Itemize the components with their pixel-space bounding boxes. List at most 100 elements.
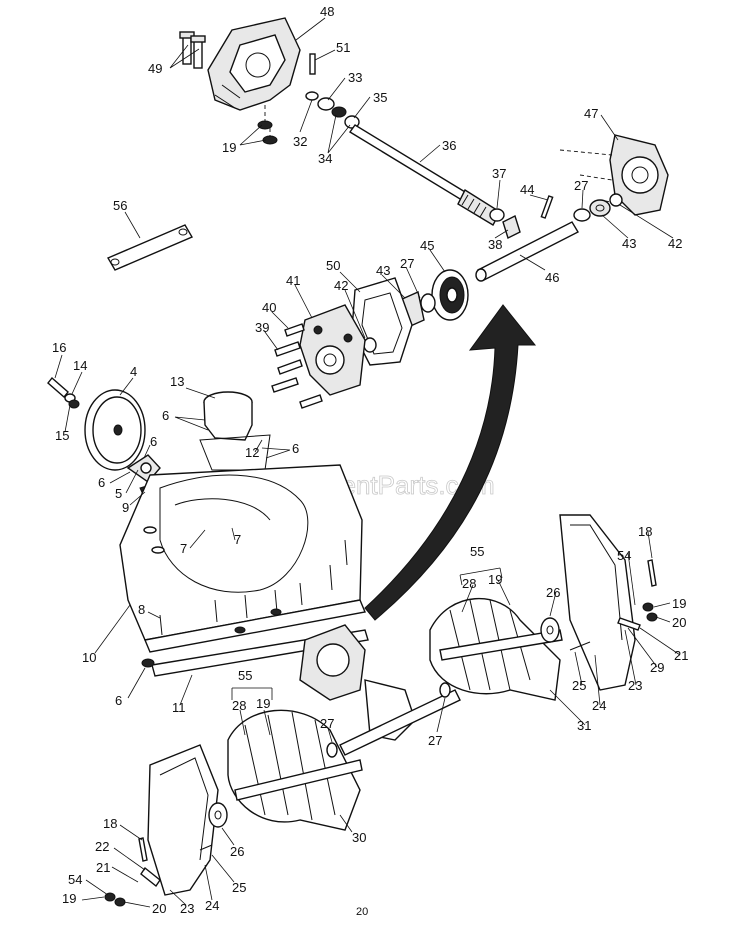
- callout-24-right: 24: [592, 698, 606, 713]
- callout-6-left: 6: [98, 475, 105, 490]
- callout-31: 31: [577, 718, 591, 733]
- callout-18-left: 18: [103, 816, 117, 831]
- axle-46: [475, 195, 579, 282]
- bolt-16-washers: [47, 376, 80, 409]
- gear-housing-41: [299, 304, 366, 396]
- callout-12: 12: [245, 445, 259, 460]
- page-number: 20: [356, 906, 368, 918]
- callout-14: 14: [73, 358, 87, 373]
- callout-27-top: 27: [574, 178, 588, 193]
- gear-housing-cover: [207, 17, 301, 111]
- callout-42-top: 42: [668, 236, 682, 251]
- callout-40: 40: [262, 300, 276, 315]
- callout-32: 32: [293, 134, 307, 149]
- callout-27-mid: 27: [400, 256, 414, 271]
- callout-25-left: 25: [232, 880, 246, 895]
- bearing-26-left: [208, 802, 228, 828]
- pin-51: [309, 53, 316, 75]
- callout-49: 49: [148, 61, 162, 76]
- callout-16: 16: [52, 340, 66, 355]
- shaft-seals: [305, 91, 360, 129]
- callout-48: 48: [320, 4, 334, 19]
- callout-21-right: 21: [674, 648, 688, 663]
- callout-13: 13: [170, 374, 184, 389]
- callout-19-left: 19: [256, 696, 270, 711]
- callout-44: 44: [520, 182, 534, 197]
- callout-5: 5: [115, 486, 122, 501]
- callout-8: 8: [138, 602, 145, 617]
- callout-19-top: 19: [222, 140, 236, 155]
- callout-45: 45: [420, 238, 434, 253]
- leader-lines: [54, 17, 681, 908]
- callout-26-left: 26: [230, 844, 244, 859]
- callout-23-right: 23: [628, 678, 642, 693]
- assembly-arrow: [364, 304, 537, 621]
- callout-9: 9: [122, 500, 129, 515]
- callout-22: 22: [95, 839, 109, 854]
- bolts-39-40: [271, 323, 323, 409]
- callout-15: 15: [55, 428, 69, 443]
- callout-55-right: 55: [470, 544, 484, 559]
- callout-28-right: 28: [462, 576, 476, 591]
- worm-gear-45: [431, 269, 469, 321]
- callout-33: 33: [348, 70, 362, 85]
- callout-21-left: 21: [96, 860, 110, 875]
- callout-27-center: 27: [428, 733, 442, 748]
- callout-4: 4: [130, 364, 137, 379]
- callout-11: 11: [172, 700, 186, 715]
- callout-7-left: 7: [180, 541, 187, 556]
- callout-46: 46: [545, 270, 559, 285]
- callout-34: 34: [318, 151, 332, 166]
- callout-26-right: 26: [546, 585, 560, 600]
- callout-56: 56: [113, 198, 127, 213]
- callout-42-mid: 42: [334, 278, 348, 293]
- bearing-27-43-42-right: [573, 193, 623, 222]
- callout-38: 38: [488, 237, 502, 252]
- callout-24-left: 24: [205, 898, 219, 913]
- callout-28-left: 28: [232, 698, 246, 713]
- callout-55-left: 55: [238, 668, 252, 683]
- callout-7-right: 7: [234, 532, 241, 547]
- callout-10: 10: [82, 650, 96, 665]
- gearbox-assembly: [299, 624, 461, 756]
- callout-27-left: 27: [320, 716, 334, 731]
- callout-18-right: 18: [638, 524, 652, 539]
- fasteners-right: [569, 559, 658, 651]
- callout-29: 29: [650, 660, 664, 675]
- side-plate-left: [147, 744, 219, 896]
- pulley-4: [84, 389, 146, 471]
- callout-6-pulley: 6: [150, 434, 157, 449]
- chute-base-13: [199, 391, 271, 471]
- callout-43-mid: 43: [376, 263, 390, 278]
- callout-39: 39: [255, 320, 269, 335]
- callout-20-right: 20: [672, 615, 686, 630]
- callout-19-bottom: 19: [62, 891, 76, 906]
- auger-right-31: [429, 598, 563, 701]
- callout-54-left: 54: [68, 872, 82, 887]
- bolts-49: [179, 31, 206, 69]
- bearing-26-right: [540, 617, 560, 643]
- bracket-56: [106, 224, 194, 271]
- carriage-bolts-8: [141, 539, 348, 668]
- auger-left-30: [227, 709, 363, 831]
- callout-54-right: 54: [617, 548, 631, 563]
- callouts: 48 49 51 33 35 32 34 19 36 47 37 44 27 4…: [52, 4, 688, 916]
- callout-50: 50: [326, 258, 340, 273]
- callout-30: 30: [352, 830, 366, 845]
- oring-42: [363, 337, 377, 353]
- callout-19-far-right: 19: [672, 596, 686, 611]
- callout-35: 35: [373, 90, 387, 105]
- callout-6-bottom: 6: [115, 693, 122, 708]
- callout-6-right: 6: [292, 441, 299, 456]
- callout-6-chute: 6: [162, 408, 169, 423]
- worm-shaft: [348, 124, 501, 226]
- washer-27: [420, 293, 436, 313]
- callout-19-right: 19: [488, 572, 502, 587]
- callout-43-top: 43: [622, 236, 636, 251]
- fasteners-left: [104, 837, 213, 907]
- callout-20-left: 20: [152, 901, 166, 916]
- callout-37: 37: [492, 166, 506, 181]
- callout-47: 47: [584, 106, 598, 121]
- nuts-19-top: [257, 105, 278, 145]
